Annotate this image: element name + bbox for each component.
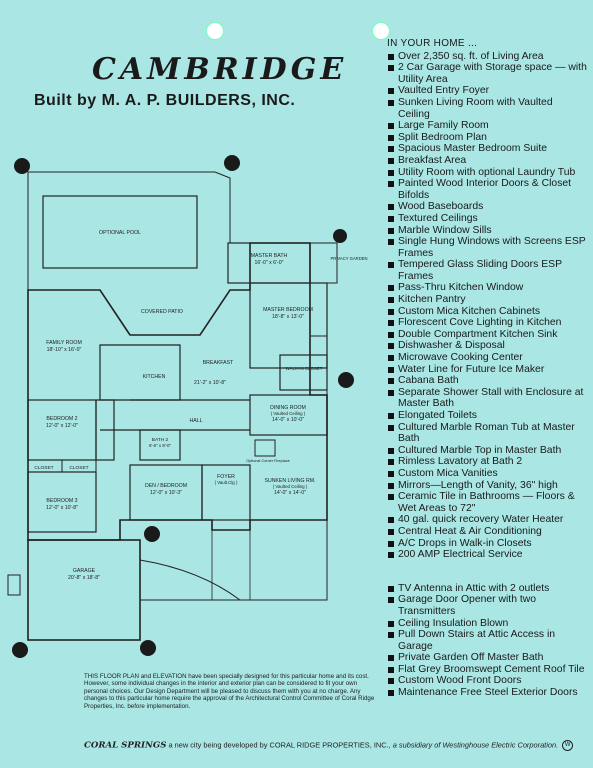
- room-label-sunken-living: SUNKEN LIVING RM.: [264, 478, 315, 484]
- room-label-bedroom2: BEDROOM 2: [46, 416, 77, 422]
- feature-item: Painted Wood Interior Doors & Closet Bif…: [387, 178, 587, 201]
- room-label-garage-dims: 20'-8" x 18'-8": [68, 575, 100, 581]
- features-panel: IN YOUR HOME ... Over 2,350 sq. ft. of L…: [387, 38, 587, 699]
- feature-item: Kitchen Pantry: [387, 294, 587, 306]
- feature-item: Sunken Living Room with Vaulted Ceiling: [387, 97, 587, 120]
- room-label-den: DEN / BEDROOM: [145, 483, 187, 489]
- feature-item: Tempered Glass Sliding Doors ESP Frames: [387, 259, 587, 282]
- room-label-breakfast-dims: 21'-2" x 10'-8": [194, 380, 226, 386]
- feature-item: Custom Mica Kitchen Cabinets: [387, 306, 587, 318]
- feature-item: Ceramic Tile in Bathrooms — Floors & Wet…: [387, 491, 587, 514]
- feature-item: Separate Shower Stall with Enclosure at …: [387, 387, 587, 410]
- room-label-family-room-dims: 18'-10" x 16'-0": [47, 347, 82, 353]
- footer-brand: CORAL SPRINGS: [84, 740, 167, 751]
- room-label-hall: HALL: [190, 418, 203, 424]
- page-title: CAMBRIDGE: [92, 52, 348, 87]
- feature-item: Florescent Cove Lighting in Kitchen: [387, 317, 587, 329]
- footer-tail: a subsidiary of Westinghouse Electric Co…: [392, 740, 559, 750]
- room-label-den-dims: 12'-0" x 10'-3": [150, 490, 182, 496]
- feature-extra-item: Pull Down Stairs at Attic Access in Gara…: [387, 629, 587, 652]
- feature-item: Over 2,350 sq. ft. of Living Area: [387, 51, 587, 63]
- feature-item: Textured Ceilings: [387, 213, 587, 225]
- feature-item: Elongated Toilets: [387, 410, 587, 422]
- feature-item: Cultured Marble Roman Tub at Master Bath: [387, 422, 587, 445]
- footer-middle: a new city being developed by CORAL RIDG…: [166, 740, 393, 750]
- feature-item: Vaulted Entry Foyer: [387, 85, 587, 97]
- floor-plan: OPTIONAL POOL COVERED PATIO MASTER BATH …: [7, 155, 368, 658]
- feature-item: Spacious Master Bedroom Suite: [387, 143, 587, 155]
- room-label-family-room: FAMILY ROOM: [46, 340, 82, 346]
- room-label-master-bath: MASTER BATH: [251, 253, 288, 259]
- room-label-garage: GARAGE: [73, 568, 96, 574]
- room-label-bath2-dims: 6'-6" x 8'-0": [149, 443, 172, 448]
- feature-item: Utility Room with optional Laundry Tub: [387, 167, 587, 179]
- feature-item: Single Hung Windows with Screens ESP Fra…: [387, 236, 587, 259]
- room-label-covered-patio: COVERED PATIO: [141, 309, 183, 315]
- feature-item: Rimless Lavatory at Bath 2: [387, 456, 587, 468]
- room-label-master-bath-dims: 16'-0" x 6'-0": [254, 260, 283, 266]
- room-label-closet: CLOSET: [34, 465, 53, 471]
- feature-item: Large Family Room: [387, 120, 587, 132]
- feature-item: Custom Mica Vanities: [387, 468, 587, 480]
- feature-item: A/C Drops in Walk-in Closets: [387, 538, 587, 550]
- feature-item: Central Heat & Air Conditioning: [387, 526, 587, 538]
- room-label-kitchen: KITCHEN: [143, 374, 166, 380]
- disclaimer-text: THIS FLOOR PLAN and ELEVATION have been …: [84, 673, 375, 710]
- feature-item: Marble Window Sills: [387, 225, 587, 237]
- feature-item: 40 gal. quick recovery Water Heater: [387, 514, 587, 526]
- room-label-foyer-note: ( Vault.Clg ): [215, 480, 238, 485]
- room-label-bedroom3-dims: 12'-0" x 10'-8": [46, 505, 78, 511]
- footer: CORAL SPRINGS a new city being developed…: [84, 740, 574, 751]
- room-label-fireplace: Optional Corner Fireplace: [246, 459, 289, 463]
- room-label-dining-note: ( Vaulted Ceiling ): [271, 411, 306, 416]
- feature-extra-item: Garage Door Opener with two Transmitters: [387, 594, 587, 617]
- feature-extra-item: Flat Grey Broomswept Cement Roof Tile: [387, 664, 587, 676]
- room-label-closet-2: CLOSET: [69, 465, 88, 471]
- feature-extra-item: Private Garden Off Master Bath: [387, 652, 587, 664]
- feature-extra-item: Custom Wood Front Doors: [387, 675, 587, 687]
- feature-extra-item: Maintenance Free Steel Exterior Doors: [387, 687, 587, 699]
- feature-item: Cultured Marble Top in Master Bath: [387, 445, 587, 457]
- room-label-dining-room: DINING ROOM: [270, 405, 306, 411]
- room-label-pool: OPTIONAL POOL: [99, 230, 141, 236]
- feature-item: Pass-Thru Kitchen Window: [387, 282, 587, 294]
- room-label-dining-dims: 14'-0" x 10'-0": [272, 417, 304, 423]
- features-spacer: [387, 561, 587, 583]
- feature-item: 200 AMP Electrical Service: [387, 549, 587, 561]
- westinghouse-seal-icon: W: [562, 740, 574, 751]
- room-label-bedroom3: BEDROOM 3: [46, 498, 77, 504]
- feature-item: Dishwasher & Disposal: [387, 340, 587, 352]
- room-label-bedroom2-dims: 12'-0" x 12'-0": [46, 423, 78, 429]
- feature-item: Water Line for Future Ice Maker: [387, 364, 587, 376]
- room-label-master-bedroom-dims: 18'-8" x 13'-0": [272, 314, 304, 320]
- feature-extra-item: Ceiling Insulation Blown: [387, 618, 587, 630]
- features-list: Over 2,350 sq. ft. of Living Area 2 Car …: [387, 51, 587, 561]
- room-label-privacy-garden: PRIVACY GARDEN: [330, 256, 367, 261]
- feature-item: Double Compartment Kitchen Sink: [387, 329, 587, 341]
- feature-item: 2 Car Garage with Storage space — with U…: [387, 62, 587, 85]
- features-extra-list: TV Antenna in Attic with 2 outlets Garag…: [387, 583, 587, 699]
- feature-item: Cabana Bath: [387, 375, 587, 387]
- feature-item: Wood Baseboards: [387, 201, 587, 213]
- feature-extra-item: TV Antenna in Attic with 2 outlets: [387, 583, 587, 595]
- room-label-walk-in-closet: WALK-IN CLOSET: [286, 366, 323, 371]
- room-label-breakfast: BREAKFAST: [203, 360, 234, 366]
- feature-item: Microwave Cooking Center: [387, 352, 587, 364]
- builder-name: Built by M. A. P. BUILDERS, INC.: [34, 92, 296, 109]
- features-header: IN YOUR HOME ...: [387, 38, 478, 49]
- room-label-bath2: BATH 2: [152, 437, 169, 443]
- room-label-master-bedroom: MASTER BEDROOM: [263, 307, 313, 313]
- room-label-sunken-living-dims: 14'-0" x 14'-0": [274, 490, 306, 496]
- binder-hole-right: [372, 22, 390, 40]
- feature-item: Breakfast Area: [387, 155, 587, 167]
- room-label-foyer: FOYER: [217, 474, 235, 480]
- room-label-sunken-living-note: ( Vaulted Ceiling ): [273, 484, 308, 489]
- feature-item: Split Bedroom Plan: [387, 132, 587, 144]
- binder-hole-left: [206, 22, 224, 40]
- feature-item: Mirrors—Length of Vanity, 36" high: [387, 480, 587, 492]
